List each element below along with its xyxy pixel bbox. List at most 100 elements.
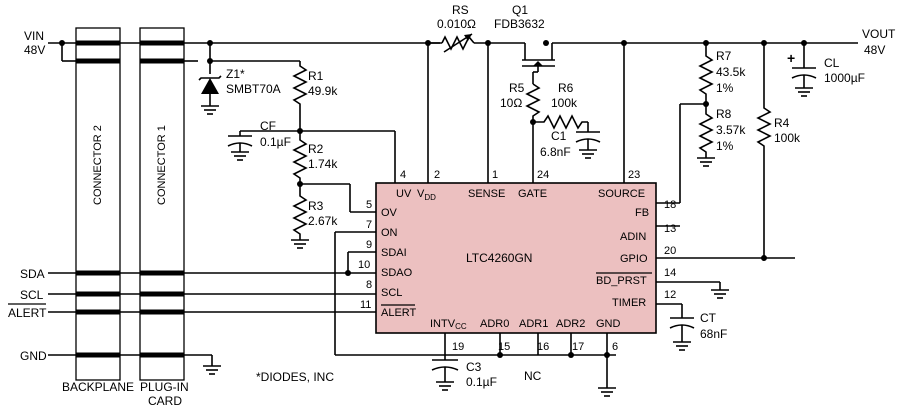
- q1-mosfet: [522, 43, 555, 84]
- r2-ref: R2: [308, 142, 324, 156]
- cl-capacitor: +: [787, 43, 817, 97]
- pin-gate-name: GATE: [518, 188, 547, 200]
- connector-1-label: CONNECTOR 1: [156, 125, 168, 205]
- pin-ov-num: 5: [366, 199, 372, 211]
- r4-val: 100k: [774, 131, 801, 145]
- cl-val: 1000µF: [824, 71, 865, 85]
- pin-bdprst-num: 14: [664, 267, 676, 279]
- pin-on-name: ON: [381, 227, 398, 239]
- r7-val: 43.5k: [716, 65, 746, 79]
- cl-ref: CL: [824, 56, 840, 70]
- r5-ref: R5: [509, 81, 525, 95]
- backplane-label: BACKPLANE: [62, 380, 134, 394]
- z1-part: SMBT70A: [226, 82, 281, 96]
- ct-val: 68nF: [700, 327, 727, 341]
- r4-resistor: [656, 43, 795, 261]
- r1-ref: R1: [308, 69, 324, 83]
- card-gnd: [184, 354, 221, 375]
- pin-sdai-name: SDAI: [381, 247, 407, 259]
- pin-adin-num: 13: [664, 223, 676, 235]
- alert-label: ALERT: [8, 306, 47, 320]
- connector-1: CONNECTOR 1: [139, 27, 185, 381]
- card-label: CARD: [148, 394, 182, 408]
- pin-source-num: 23: [628, 169, 640, 181]
- q1-ref: Q1: [512, 3, 528, 17]
- z1-ref: Z1*: [226, 67, 245, 81]
- pin-uv-name: UV: [396, 188, 412, 200]
- pin-intvcc-num: 19: [452, 341, 464, 353]
- r7-r8-divider: [656, 43, 715, 204]
- vin-voltage: 48V: [24, 43, 45, 57]
- pin-sdao-name: SDAO: [381, 267, 413, 279]
- r3-resistor: [291, 181, 376, 249]
- connector-2-label: CONNECTOR 2: [92, 125, 104, 205]
- pin-adr0-num: 15: [498, 341, 510, 353]
- pin-source-name: SOURCE: [598, 188, 645, 200]
- pin-sdai-num: 9: [366, 239, 372, 251]
- r8-tol: 1%: [716, 139, 734, 153]
- bottom-ic-wires: [444, 333, 616, 397]
- pin-scl-num: 8: [366, 279, 372, 291]
- cf-ref: CF: [260, 119, 276, 133]
- gnd-label: GND: [20, 349, 47, 363]
- r6-c1-network: [533, 114, 601, 159]
- pin-adr1-num: 16: [537, 341, 549, 353]
- top-rail: [184, 40, 858, 46]
- pin-on-num: 7: [366, 219, 372, 231]
- r7-ref: R7: [716, 49, 732, 63]
- cf-capacitor: [227, 130, 300, 161]
- connector-2: CONNECTOR 2: [75, 27, 121, 381]
- r6-ref: R6: [558, 81, 574, 95]
- pin-adr2-name: ADR2: [556, 318, 585, 330]
- rs-val: 0.010Ω: [437, 17, 476, 31]
- vin-label: VIN: [24, 29, 44, 43]
- c1-ref: C1: [551, 129, 567, 143]
- pin-ov-name: OV: [381, 207, 398, 219]
- pin-sense-name: SENSE: [468, 188, 505, 200]
- pin-fb-num: 18: [664, 199, 676, 211]
- pin-gpio-name: GPIO: [620, 253, 648, 265]
- pin-sdao-num: 10: [358, 259, 370, 271]
- c3-val: 0.1µF: [466, 375, 497, 389]
- ct-ref: CT: [700, 311, 717, 325]
- plugin-label: PLUG-IN: [140, 380, 189, 394]
- pin-alert-name: ALERT: [381, 307, 417, 319]
- right-ic-wires: [656, 225, 729, 351]
- pin-adin-name: ADIN: [620, 231, 646, 243]
- q1-part: FDB3632: [494, 17, 545, 31]
- pin-gnd-name: GND: [596, 318, 621, 330]
- z1-tvs-diode: [198, 43, 222, 115]
- cf-val: 0.1µF: [260, 135, 291, 149]
- r3-ref: R3: [308, 199, 324, 213]
- pin-bdprst-name: BD_PRST: [596, 275, 647, 287]
- left-wires: [48, 40, 140, 356]
- pin-sense-num: 1: [492, 169, 498, 181]
- footnote: *DIODES, INC: [256, 370, 334, 384]
- ltc4260-ic: [375, 182, 657, 334]
- pin-uv-num: 4: [400, 169, 406, 181]
- pin-timer-num: 12: [664, 289, 676, 301]
- adr1-nc: NC: [524, 369, 542, 383]
- ic-left-pins: OV 5 ON 7 SDAI 9 SDAO 10 SCL 8 ALERT 11: [358, 199, 417, 319]
- ic-top-pins: UV 4 VDD 2 SENSE 1 GATE 24 SOURCE 23: [396, 169, 645, 202]
- pin-gnd-num: 6: [612, 341, 618, 353]
- pin-adr1-name: ADR1: [519, 318, 548, 330]
- pin-gpio-num: 20: [664, 245, 676, 257]
- vout-label: VOUT: [862, 27, 896, 41]
- r7-tol: 1%: [716, 81, 734, 95]
- r3-val: 2.67k: [308, 214, 338, 228]
- sda-label: SDA: [20, 267, 45, 281]
- rs-ref: RS: [452, 3, 469, 17]
- r5-val: 10Ω: [500, 96, 522, 110]
- pin-alert-num: 11: [360, 299, 371, 311]
- ic-right-pins: FB 18 ADIN 13 GPIO 20 BD_PRST 14 TIMER 1…: [596, 199, 676, 309]
- pin-scl-name: SCL: [381, 287, 402, 299]
- r8-ref: R8: [716, 107, 732, 121]
- pin-fb-name: FB: [635, 207, 649, 219]
- r4-ref: R4: [774, 116, 790, 130]
- ic-part-label: LTC4260GN: [466, 251, 532, 265]
- r2-resistor: [292, 122, 396, 184]
- c1-val: 6.8nF: [540, 145, 571, 159]
- c3-ref: C3: [466, 360, 482, 374]
